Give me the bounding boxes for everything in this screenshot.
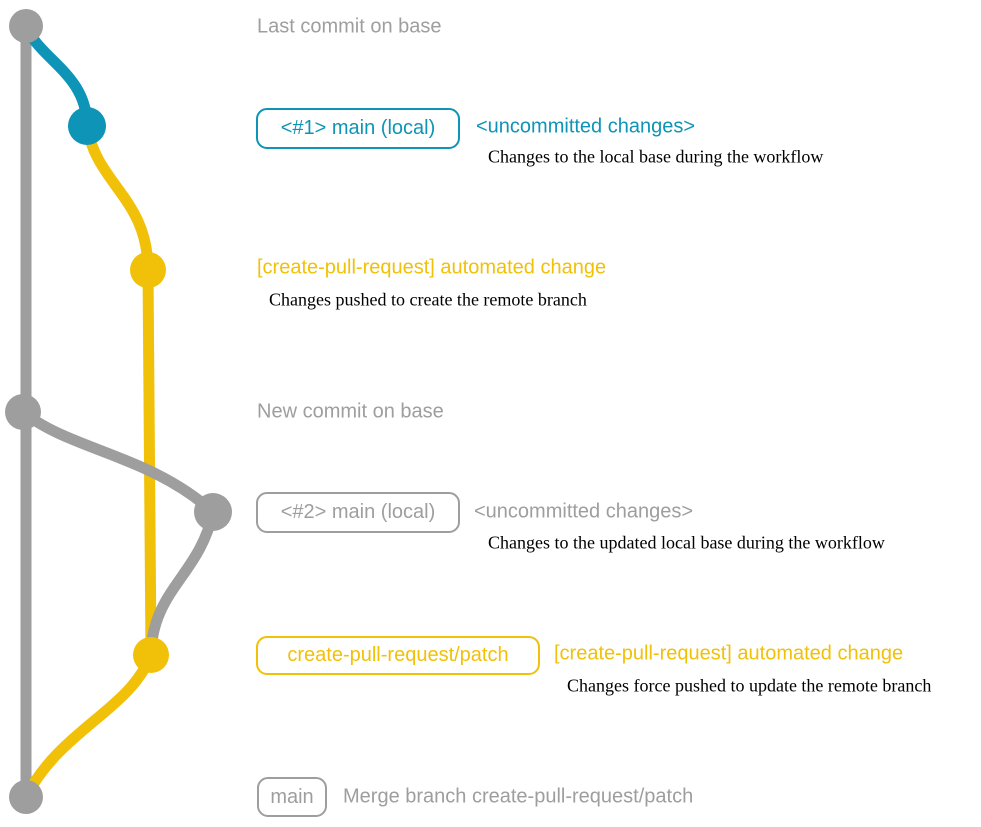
commit-local-1: [68, 107, 106, 145]
commit-local-2: [194, 493, 232, 531]
commit-last-base: [9, 9, 43, 43]
commit-message-new-base: New commit on base: [257, 400, 444, 423]
branch-tag-label: <#2> main (local): [280, 501, 436, 523]
branch-tag-create-pull-request-patch: create-pull-request/patch: [256, 636, 540, 675]
status-uncommitted-changes-2: <uncommitted changes>: [474, 500, 694, 523]
edge-branch2-curve: [17, 406, 219, 518]
branch-tag-label: <#1> main (local): [280, 117, 436, 139]
branch-tag-main-local-1: <#1> main (local): [256, 108, 460, 149]
commit-message-merge: Merge branch create-pull-request/patch: [343, 785, 694, 808]
git-graph: [5, 9, 232, 814]
note-pushed-create-branch: Changes pushed to create the remote bran…: [269, 289, 587, 310]
note-local-base-changes: Changes to the local base during the wor…: [488, 146, 824, 167]
commit-message-automated-2: [create-pull-request] automated change: [554, 642, 904, 665]
edge-patch-line: [142, 264, 157, 661]
edge-patch1-curve: [81, 120, 154, 276]
commit-new-base: [5, 394, 41, 430]
branch-tag-label: main: [270, 785, 314, 808]
commit-message-automated-1: [create-pull-request] automated change: [257, 256, 607, 279]
commit-message-last-base: Last commit on base: [257, 15, 442, 38]
commit-merge: [9, 780, 43, 814]
note-updated-local-base-changes: Changes to the updated local base during…: [488, 532, 885, 553]
commit-automated-2: [133, 637, 169, 673]
edge-force-push-curve: [145, 506, 219, 661]
branch-tag-main: main: [257, 777, 327, 817]
note-force-pushed-update-branch: Changes force pushed to update the remot…: [567, 675, 932, 696]
branch-tag-label: create-pull-request/patch: [287, 644, 509, 666]
edge-merge-curve: [20, 649, 157, 803]
commit-automated-1: [130, 252, 166, 288]
branch-tag-main-local-2: <#2> main (local): [256, 492, 460, 533]
status-uncommitted-changes-1: <uncommitted changes>: [476, 115, 696, 138]
